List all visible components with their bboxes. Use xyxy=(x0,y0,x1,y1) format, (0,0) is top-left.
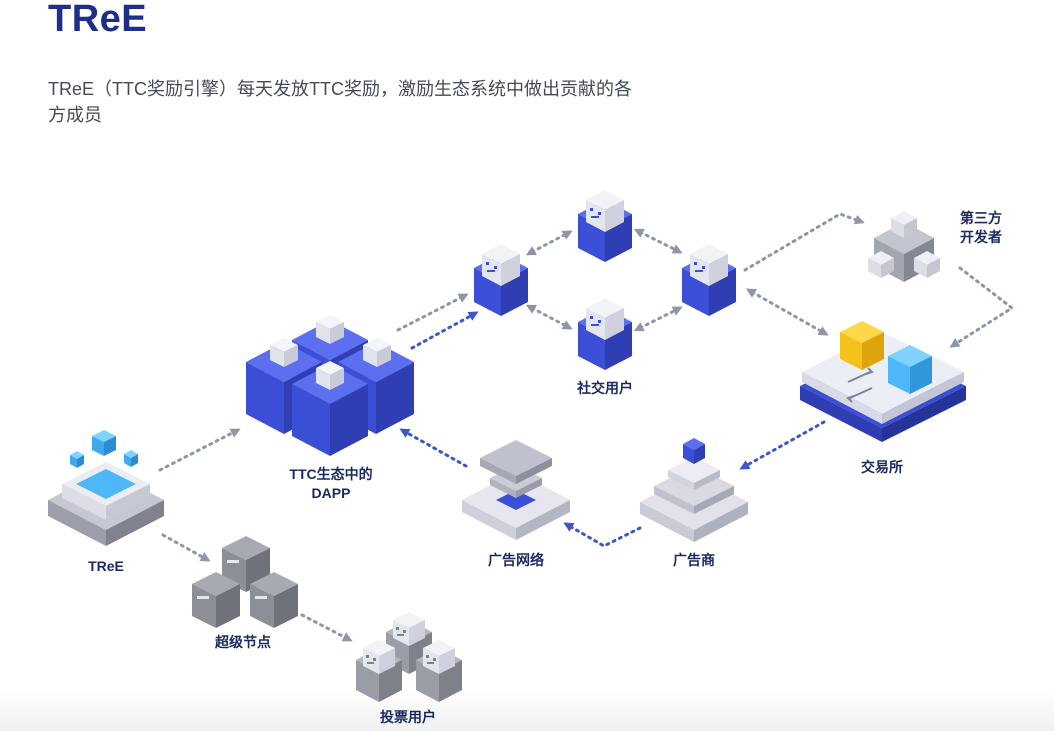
advertiser-label: 广告商 xyxy=(673,552,715,568)
advertiser-icon xyxy=(640,438,748,542)
connector-arrows xyxy=(158,212,1015,642)
super-nodes-label: 超级节点 xyxy=(215,634,271,650)
third-party-line1: 第三方 xyxy=(960,210,1002,226)
exchange-label: 交易所 xyxy=(861,459,903,475)
social-users-label: 社交用户 xyxy=(577,380,633,396)
super-nodes-icon xyxy=(192,536,298,628)
social-users-icons xyxy=(474,190,736,370)
dapp-label-line2: DAPP xyxy=(311,485,351,501)
exchange-icon xyxy=(800,321,966,442)
ad-network-icon xyxy=(462,440,570,540)
connector-arrows-blue xyxy=(399,311,826,548)
floor-shade xyxy=(0,688,1054,731)
voting-users-label: 投票用户 xyxy=(380,709,436,725)
page-description: TReE（TTC奖励引擎）每天发放TTC奖励，激励生态系统中做出贡献的各方成员 xyxy=(48,79,632,125)
third-party-line2: 开发者 xyxy=(960,229,1002,245)
voting-users-icon xyxy=(356,612,462,702)
tree-icon xyxy=(48,430,164,546)
tree-label: TReE xyxy=(88,558,124,574)
page-title: TReE xyxy=(48,0,148,40)
dapp-label-line1: TTC生态中的 xyxy=(289,466,373,482)
dapp-cluster-icon xyxy=(246,315,414,456)
third-party-developer-label: 第三方 开发者 xyxy=(960,209,1002,247)
third-party-developer-icon xyxy=(868,211,940,282)
dapp-label: TTC生态中的 DAPP xyxy=(276,465,386,503)
ad-network-label: 广告网络 xyxy=(488,552,544,568)
